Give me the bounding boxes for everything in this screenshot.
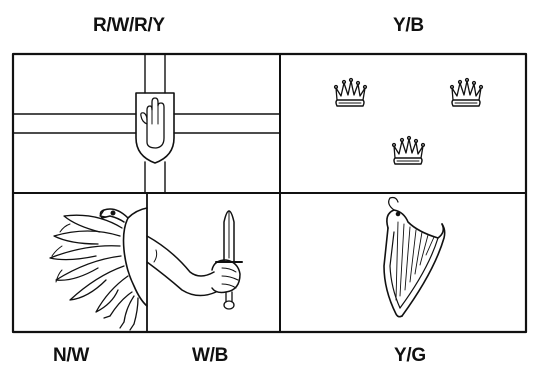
- crown-icon: [391, 135, 426, 165]
- eagle-icon: [49, 207, 148, 331]
- flag-frame: [11, 52, 528, 334]
- label-bottom-left-b: W/B: [192, 345, 229, 366]
- label-top-left: R/W/R/Y: [93, 15, 165, 36]
- red-hand-shield-icon: [135, 92, 175, 164]
- harp-icon: [383, 196, 446, 318]
- label-top-right: Y/B: [393, 15, 424, 36]
- label-bottom-left-a: N/W: [53, 345, 90, 366]
- label-bottom-right: Y/G: [394, 345, 426, 366]
- crown-icon: [333, 77, 368, 107]
- red-hand-cross-panel: [12, 53, 281, 194]
- three-crowns-panel: [333, 77, 484, 165]
- eagle-sword-panel: [49, 192, 243, 333]
- arm-with-sword-icon: [146, 210, 243, 310]
- crown-icon: [449, 77, 484, 107]
